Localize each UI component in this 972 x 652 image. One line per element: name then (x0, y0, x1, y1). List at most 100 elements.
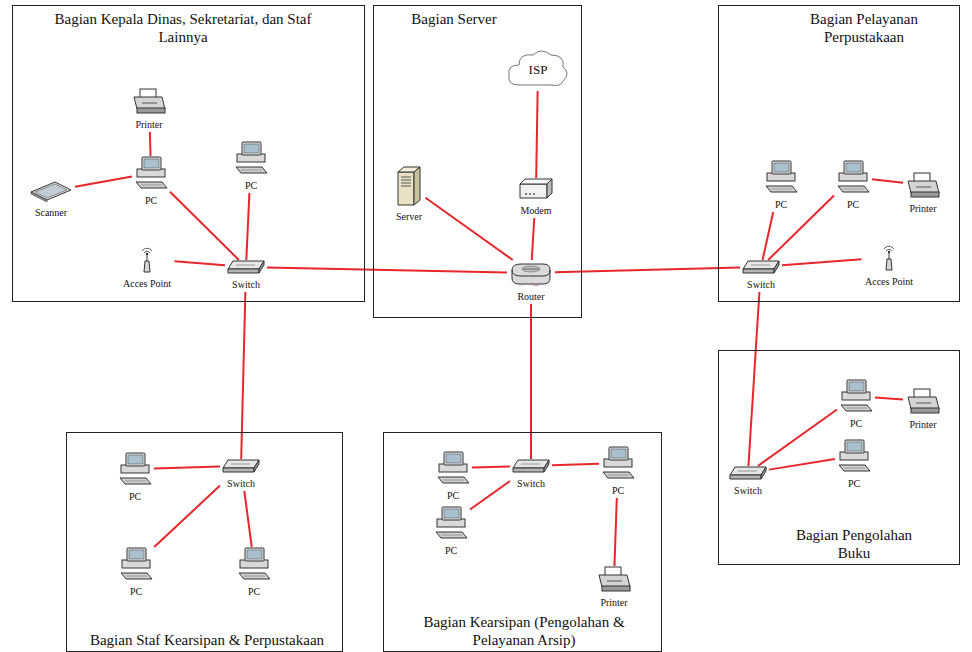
ap-icon (138, 245, 156, 273)
network-cable (768, 196, 834, 260)
scanner-device: Scanner (27, 180, 75, 220)
pc-icon (434, 506, 468, 540)
switch-device: Switch (727, 466, 769, 498)
pc-device: PC (835, 439, 873, 491)
printer-icon (131, 88, 167, 114)
device-label: PC (129, 586, 143, 598)
printer-icon (905, 388, 941, 414)
pc-icon (234, 141, 268, 175)
modem-icon (519, 178, 553, 200)
network-cable (552, 464, 599, 466)
device-label: PC (244, 180, 258, 192)
pc-icon (837, 439, 871, 473)
pc-icon (601, 446, 635, 480)
server-device: Server (393, 166, 426, 224)
device-label: Switch (516, 478, 546, 490)
network-cable (75, 176, 132, 186)
section-title: Bagian Pengolahan Buku (779, 526, 929, 562)
network-cable (244, 491, 251, 547)
network-cable (763, 212, 774, 260)
device-label: PC (128, 491, 142, 503)
device-label: Printer (134, 119, 163, 131)
network-cable (536, 91, 537, 178)
device-label: PC (444, 545, 458, 557)
device-label: PC (846, 199, 860, 211)
pc-device: PC (432, 506, 470, 558)
switch-icon (227, 260, 265, 274)
pc-device: PC (235, 547, 273, 599)
pc-icon (839, 379, 873, 413)
network-cable (470, 481, 510, 510)
device-label: PC (144, 195, 158, 207)
section-box: Bagian Kepala Dinas, Sekretariat, dan St… (12, 5, 365, 302)
switch-device: Switch (740, 260, 782, 292)
section-box: Bagian ServerISPServerModemRouter (373, 5, 582, 318)
pc-device: PC (762, 160, 800, 212)
scanner-icon (29, 180, 73, 202)
pc-device: PC (117, 547, 155, 599)
network-cable (758, 410, 837, 466)
pc-device: PC (434, 451, 472, 503)
cloud-device: ISP (503, 47, 573, 91)
device-label: PC (247, 586, 261, 598)
section-title: Bagian Pelayanan Perpustakaan (769, 10, 959, 46)
device-label: Printer (908, 203, 937, 215)
device-label: Switch (231, 279, 261, 291)
device-label: ISP (503, 62, 573, 77)
network-cable (170, 192, 239, 260)
network-cable (875, 397, 903, 399)
printer-device: Printer (903, 172, 943, 216)
network-cable (555, 268, 740, 273)
section-title: Bagian Staf Kearsipan & Perpustakaan (87, 631, 327, 649)
switch-device: Switch (220, 459, 262, 491)
ap-device: Acces Point (862, 243, 917, 289)
ap-device: Acces Point (120, 245, 175, 291)
section-box: Bagian Pengolahan BukuPCPrinterSwitchPC (718, 350, 960, 565)
network-cable (267, 267, 507, 272)
network-cable (748, 292, 759, 466)
pc-icon (436, 451, 470, 485)
section-box: Bagian Pelayanan PerpustakaanPC PC Printer… (718, 5, 960, 302)
network-cable (426, 198, 513, 260)
pc-device: PC (232, 141, 270, 193)
device-label: Acces Point (122, 278, 172, 290)
pc-icon (118, 452, 152, 486)
network-cable (472, 466, 510, 469)
network-cable (769, 459, 835, 470)
printer-icon (905, 172, 941, 198)
pc-icon (134, 156, 168, 190)
network-cable (532, 218, 535, 260)
pc-device: PC (599, 446, 637, 498)
modem-device: Modem (517, 178, 555, 218)
switch-device: Switch (510, 459, 552, 491)
device-label: Acces Point (864, 276, 914, 288)
switch-icon (222, 459, 260, 473)
device-label: Switch (746, 279, 776, 291)
device-label: PC (611, 485, 625, 497)
router-icon (509, 260, 553, 286)
section-box: Bagian Staf Kearsipan & Perpustakaan PC Sw… (66, 432, 343, 652)
ap-icon (880, 243, 898, 271)
section-title: Bagian Kepala Dinas, Sekretariat, dan St… (33, 10, 333, 46)
pc-device: PC (116, 452, 154, 504)
network-cable (872, 179, 903, 183)
switch-icon (742, 260, 780, 274)
printer-device: Printer (129, 88, 169, 132)
pc-device: PC (834, 160, 872, 212)
device-label: PC (847, 478, 861, 490)
device-label: Printer (599, 597, 628, 609)
network-cable (530, 304, 532, 459)
pc-icon (237, 547, 271, 581)
printer-device: Printer (594, 566, 634, 610)
device-label: PC (774, 199, 788, 211)
network-cable (246, 193, 249, 260)
network-cable (614, 498, 616, 566)
router-device: Router (507, 260, 555, 304)
network-cable (154, 486, 220, 547)
network-cable (241, 292, 245, 459)
network-cable (149, 132, 152, 156)
device-label: Modem (519, 205, 552, 217)
network-cable (154, 467, 220, 469)
device-label: Printer (908, 419, 937, 431)
